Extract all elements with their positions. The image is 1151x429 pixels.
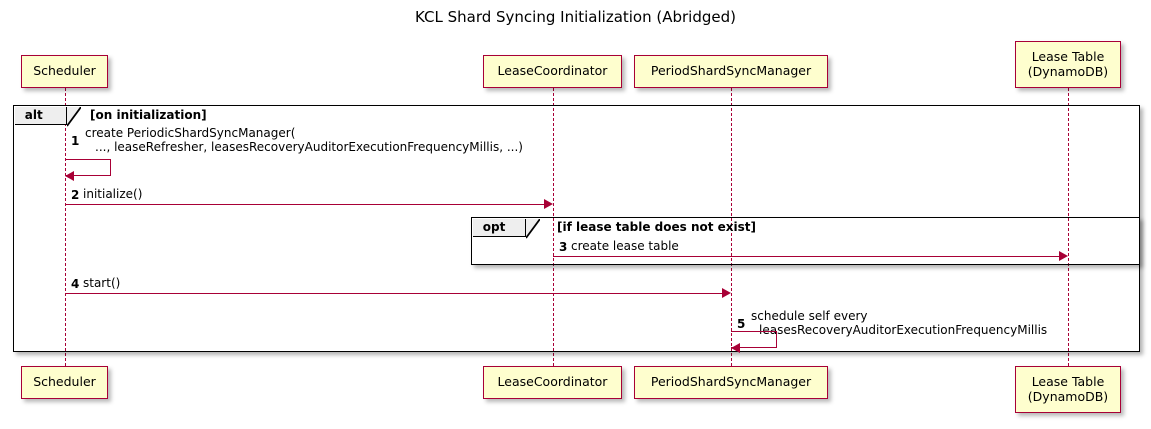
message-2-sequence-number: 2	[71, 188, 80, 202]
message-1-label-line1: create PeriodicShardSyncManager(	[85, 126, 296, 140]
lifeline-periodshardsyncmanager	[731, 88, 732, 366]
participant-label: PeriodShardSyncManager	[650, 63, 812, 79]
message-4-label: start()	[83, 276, 121, 290]
page-title: KCL Shard Syncing Initialization (Abridg…	[415, 8, 736, 26]
alt-group-keyword: alt	[24, 108, 43, 123]
message-3-label: create lease table	[571, 239, 679, 253]
message-3-arrowhead-icon	[1059, 251, 1068, 261]
participant-periodshardsyncmanager-bottom[interactable]: PeriodShardSyncManager	[634, 366, 828, 399]
participant-label: Scheduler	[33, 63, 96, 79]
opt-group-tab-corner-icon	[525, 218, 540, 239]
participant-label: Lease Table	[1031, 49, 1105, 65]
participant-label-line2: (DynamoDB)	[1027, 63, 1109, 79]
participant-leasetable-top[interactable]: Lease Table (DynamoDB)	[1015, 41, 1121, 88]
opt-group-frame	[471, 217, 1140, 265]
message-3-line	[553, 256, 1063, 257]
participant-label: PeriodShardSyncManager	[650, 374, 812, 390]
participant-label-line2: (DynamoDB)	[1027, 388, 1109, 404]
alt-group-tab: alt	[14, 106, 67, 125]
message-4-arrowhead-icon	[722, 288, 731, 298]
message-1-label-line2: ..., leaseRefresher, leasesRecoveryAudit…	[95, 140, 523, 154]
lifeline-leasecoordinator	[553, 88, 554, 366]
message-2-label: initialize()	[83, 187, 143, 201]
message-5-sequence-number: 5	[737, 317, 746, 331]
lifeline-leasetable	[1068, 88, 1069, 366]
message-5-arrowhead-icon	[731, 343, 740, 353]
message-2-line	[65, 204, 548, 205]
participant-label: Lease Table	[1031, 374, 1105, 390]
alt-group-condition: [on initialization]	[90, 108, 207, 122]
message-2-arrowhead-icon	[544, 199, 553, 209]
message-5-label-line1: schedule self every	[751, 309, 868, 323]
participant-label: Scheduler	[33, 374, 96, 390]
message-3-sequence-number: 3	[559, 240, 568, 254]
participant-periodshardsyncmanager-top[interactable]: PeriodShardSyncManager	[634, 55, 828, 88]
opt-group-keyword: opt	[482, 220, 506, 235]
participant-leasecoordinator-top[interactable]: LeaseCoordinator	[483, 55, 622, 88]
message-5-self-loop	[731, 331, 777, 348]
message-1-arrowhead-icon	[65, 171, 74, 181]
lifeline-scheduler	[65, 88, 66, 366]
participant-scheduler-bottom[interactable]: Scheduler	[21, 366, 108, 399]
alt-group-tab-corner-icon	[66, 106, 81, 127]
participant-label: LeaseCoordinator	[497, 374, 608, 390]
opt-group-condition: [if lease table does not exist]	[557, 220, 757, 234]
message-5-label-line2: leasesRecoveryAuditorExecutionFrequencyM…	[759, 323, 1048, 337]
participant-leasecoordinator-bottom[interactable]: LeaseCoordinator	[483, 366, 622, 399]
participant-label: LeaseCoordinator	[497, 63, 608, 79]
message-1-sequence-number: 1	[71, 134, 80, 148]
participant-leasetable-bottom[interactable]: Lease Table (DynamoDB)	[1015, 366, 1121, 413]
message-4-line	[65, 293, 726, 294]
participant-scheduler-top[interactable]: Scheduler	[21, 55, 108, 88]
message-1-self-loop	[65, 159, 111, 176]
message-4-sequence-number: 4	[71, 277, 80, 291]
opt-group-tab: opt	[472, 218, 526, 237]
